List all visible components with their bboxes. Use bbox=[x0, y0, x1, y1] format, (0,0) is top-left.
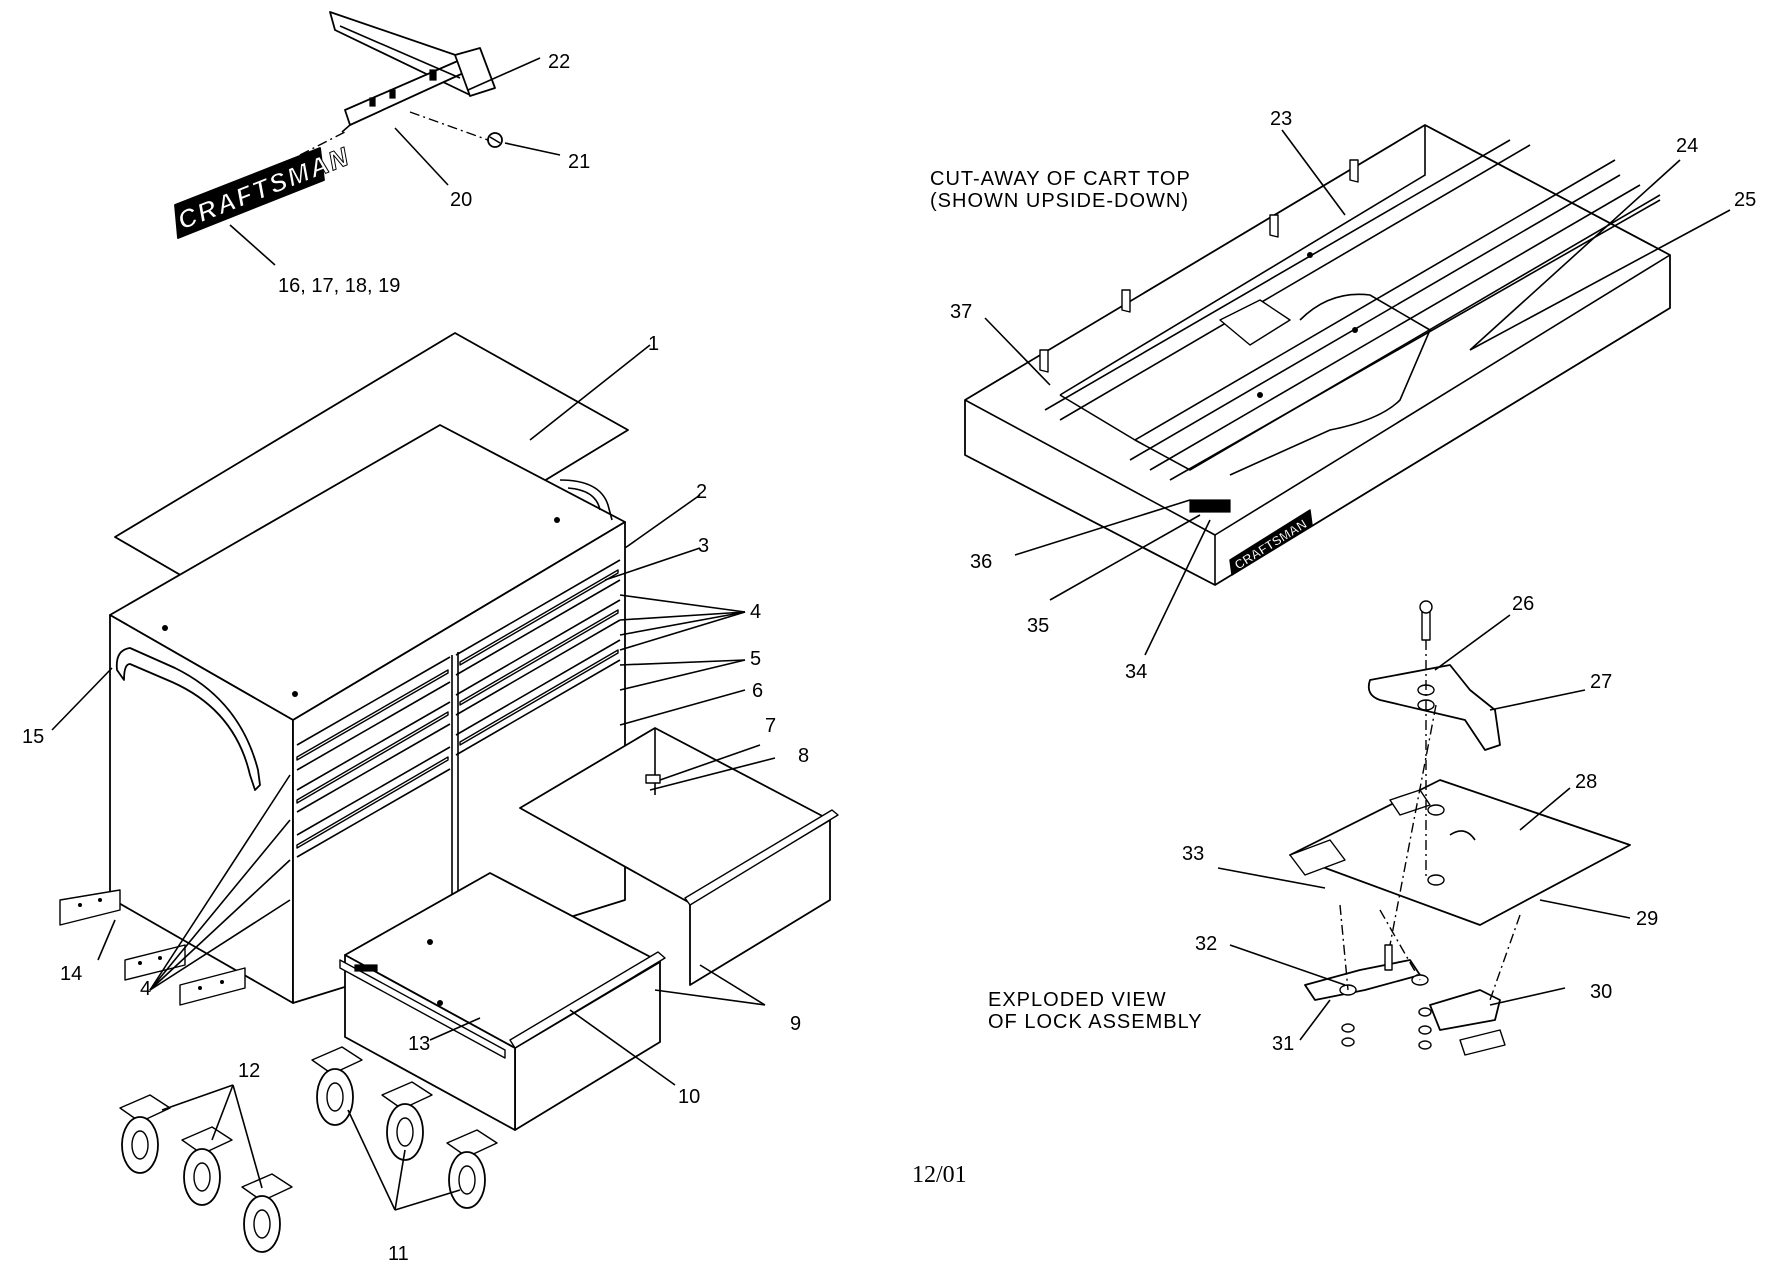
callout-33: 33 bbox=[1182, 843, 1204, 865]
callout-10: 10 bbox=[678, 1086, 700, 1108]
callout-30: 30 bbox=[1590, 981, 1612, 1003]
screw-21 bbox=[487, 132, 503, 148]
cart-top-caption-line1: CUT-AWAY OF CART TOP bbox=[930, 168, 1191, 190]
callout-36: 36 bbox=[970, 551, 992, 573]
caption-lock: EXPLODED VIEW OF LOCK ASSEMBLY bbox=[988, 989, 1203, 1033]
callout-11: 11 bbox=[388, 1243, 409, 1265]
callout-27: 27 bbox=[1590, 671, 1612, 693]
callout-23: 23 bbox=[1270, 108, 1292, 130]
callout-29: 29 bbox=[1636, 908, 1658, 930]
nameplate-centerline bbox=[299, 131, 346, 156]
leader-lines-lock bbox=[1217, 614, 1631, 1041]
lock-assembly bbox=[1289, 600, 1631, 1056]
callout-28: 28 bbox=[1575, 771, 1597, 793]
callout-labels: 1 2 3 4 4 5 6 7 8 9 10 11 12 13 14 15 16… bbox=[22, 51, 1756, 1265]
drawer-front-10 bbox=[344, 872, 666, 1131]
callout-20: 20 bbox=[450, 189, 472, 211]
casters-swivel-11 bbox=[311, 1046, 498, 1209]
callout-15: 15 bbox=[22, 726, 44, 748]
nameplate-brand-text: CRAFTSMAN bbox=[173, 141, 354, 236]
callout-12: 12 bbox=[238, 1060, 260, 1082]
callout-2: 2 bbox=[696, 481, 707, 503]
drawer-slide-13 bbox=[339, 959, 506, 1059]
callout-24: 24 bbox=[1676, 135, 1698, 157]
callout-37: 37 bbox=[950, 301, 972, 323]
callout-3: 3 bbox=[698, 535, 709, 557]
callout-5: 5 bbox=[750, 648, 761, 670]
callout-4b: 4 bbox=[140, 978, 151, 1000]
callout-25: 25 bbox=[1734, 189, 1756, 211]
callout-21: 21 bbox=[568, 151, 590, 173]
casters-fixed-12 bbox=[119, 1094, 293, 1253]
callout-8: 8 bbox=[798, 745, 809, 767]
callout-6: 6 bbox=[752, 680, 763, 702]
trim-rail-assembly bbox=[329, 11, 496, 133]
callout-26: 26 bbox=[1512, 593, 1534, 615]
revision-date: 12/01 bbox=[912, 1162, 967, 1188]
mounting-bars bbox=[59, 889, 246, 1006]
caption-cart-top: CUT-AWAY OF CART TOP (SHOWN UPSIDE-DOWN) bbox=[930, 168, 1191, 212]
lock-caption-line2: OF LOCK ASSEMBLY bbox=[988, 1011, 1203, 1033]
callout-4a: 4 bbox=[750, 601, 761, 623]
craftsman-nameplate: CRAFTSMAN bbox=[173, 140, 355, 239]
drawer-right-9 bbox=[519, 727, 839, 986]
callout-9: 9 bbox=[790, 1013, 801, 1035]
cart-body bbox=[109, 424, 626, 1004]
callout-7: 7 bbox=[765, 715, 776, 737]
callout-31: 31 bbox=[1272, 1033, 1294, 1055]
leader-lines-left bbox=[51, 57, 776, 1211]
callout-32: 32 bbox=[1195, 933, 1217, 955]
callout-1: 1 bbox=[648, 333, 659, 355]
callout-16-19: 16, 17, 18, 19 bbox=[278, 275, 400, 297]
callout-22: 22 bbox=[548, 51, 570, 73]
leader-lines-cutaway bbox=[984, 129, 1731, 656]
lock-caption-line1: EXPLODED VIEW bbox=[988, 989, 1167, 1011]
screw-centerline bbox=[409, 111, 489, 141]
callout-13: 13 bbox=[408, 1033, 430, 1055]
callout-35: 35 bbox=[1027, 615, 1049, 637]
cart-top-caption-line2: (SHOWN UPSIDE-DOWN) bbox=[930, 190, 1189, 212]
callout-14: 14 bbox=[60, 963, 82, 985]
callout-34: 34 bbox=[1125, 661, 1147, 683]
